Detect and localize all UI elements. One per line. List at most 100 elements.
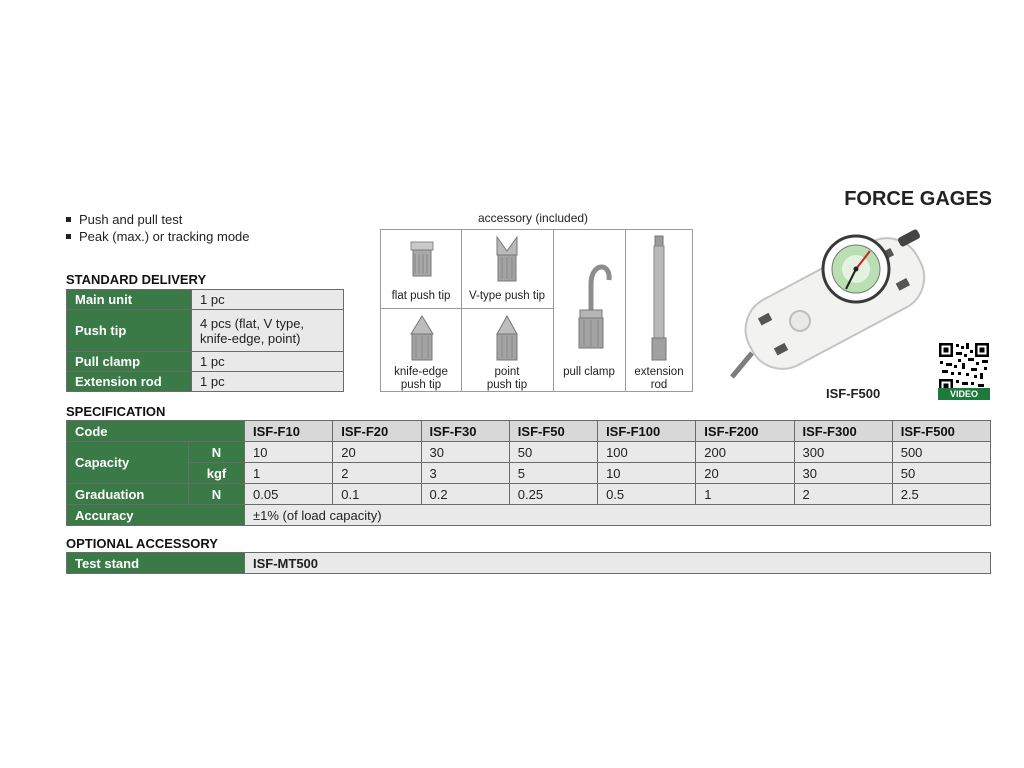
code-cell: ISF-F20 bbox=[332, 420, 422, 442]
code-cell: ISF-F100 bbox=[597, 420, 697, 442]
unit-label: N bbox=[188, 483, 245, 505]
accessory-label-line: point bbox=[494, 366, 520, 378]
unit-label: kgf bbox=[188, 462, 245, 484]
feature-text: Push and pull test bbox=[79, 212, 183, 227]
table-row: kgf 1 2 3 5 10 20 30 50 bbox=[67, 462, 992, 484]
v-type-push-tip-icon bbox=[496, 235, 518, 282]
value-cell: 5 bbox=[508, 462, 599, 484]
standard-delivery-table: Main unit 1 pc Push tip 4 pcs (flat, V t… bbox=[66, 289, 344, 392]
accuracy-value: ±1% (of load capacity) bbox=[244, 504, 991, 526]
accessory-label-line: knife-edge bbox=[394, 366, 448, 378]
feature-item: Push and pull test bbox=[66, 211, 250, 228]
divider bbox=[381, 308, 553, 309]
row-value-line: 4 pcs (flat, V type, bbox=[200, 315, 305, 331]
value-cell: 3 bbox=[420, 462, 510, 484]
divider bbox=[461, 230, 462, 391]
table-row: Main unit 1 pc bbox=[66, 289, 344, 310]
row-value: 4 pcs (flat, V type,knife-edge, point) bbox=[191, 309, 344, 352]
accessory-label-line: push tip bbox=[400, 379, 442, 391]
force-gage-image bbox=[730, 229, 926, 379]
value-cell: 2 bbox=[332, 462, 422, 484]
value-cell: 0.2 bbox=[420, 483, 510, 505]
accessory-label: V-type push tip bbox=[468, 290, 546, 302]
accessory-panel: flat push tip V-type push tip knife-edge… bbox=[380, 229, 693, 392]
point-push-tip-icon bbox=[496, 314, 518, 361]
row-label: Pull clamp bbox=[66, 351, 192, 372]
code-cell: ISF-F10 bbox=[243, 420, 334, 442]
feature-item: Peak (max.) or tracking mode bbox=[66, 228, 250, 245]
value-cell: 20 bbox=[332, 441, 422, 463]
table-row: Extension rod 1 pc bbox=[66, 371, 344, 392]
table-row: Accuracy ±1% (of load capacity) bbox=[66, 504, 991, 526]
table-row: Capacity N 10 20 30 50 100 200 300 500 bbox=[66, 441, 992, 484]
graduation-label: Graduation bbox=[66, 483, 189, 505]
unit-label: N bbox=[188, 441, 245, 463]
value-cell: 0.25 bbox=[508, 483, 599, 505]
row-value: 1 pc bbox=[191, 351, 344, 372]
feature-text: Peak (max.) or tracking mode bbox=[79, 229, 250, 244]
standard-delivery-heading: STANDARD DELIVERY bbox=[66, 272, 207, 287]
flat-push-tip-icon bbox=[410, 241, 434, 277]
row-label: Main unit bbox=[66, 289, 192, 310]
code-cell: ISF-F50 bbox=[508, 420, 599, 442]
feature-list: Push and pull test Peak (max.) or tracki… bbox=[66, 211, 250, 245]
row-label: Extension rod bbox=[66, 371, 192, 392]
code-cell: ISF-F200 bbox=[695, 420, 795, 442]
table-row: Graduation N 0.05 0.1 0.2 0.25 0.5 1 2 2… bbox=[66, 483, 992, 505]
value-cell: 10 bbox=[243, 441, 334, 463]
test-stand-value: ISF-MT500 bbox=[244, 552, 991, 574]
value-cell: 50 bbox=[891, 462, 992, 484]
table-row: Code ISF-F10 ISF-F20 ISF-F30 ISF-F50 ISF… bbox=[66, 420, 992, 442]
value-cell: 0.1 bbox=[332, 483, 422, 505]
row-value: 1 pc bbox=[191, 289, 344, 310]
accessory-label-line: push tip bbox=[486, 379, 528, 391]
table-row: Push tip 4 pcs (flat, V type,knife-edge,… bbox=[66, 309, 344, 352]
test-stand-label: Test stand bbox=[66, 552, 245, 574]
row-value: 1 pc bbox=[191, 371, 344, 392]
optional-accessory-heading: OPTIONAL ACCESSORY bbox=[66, 536, 218, 551]
value-cell: 100 bbox=[597, 441, 697, 463]
value-cell: 300 bbox=[793, 441, 893, 463]
page-title: FORCE GAGES bbox=[844, 188, 992, 210]
video-badge[interactable]: VIDEO bbox=[938, 388, 990, 400]
model-label: ISF-F500 bbox=[826, 386, 881, 401]
pull-clamp-icon bbox=[578, 264, 612, 349]
divider bbox=[553, 230, 554, 391]
capacity-label: Capacity bbox=[66, 441, 189, 484]
row-label: Push tip bbox=[66, 309, 192, 352]
value-cell: 2.5 bbox=[891, 483, 992, 505]
accessory-label: flat push tip bbox=[391, 290, 451, 302]
accessory-caption: accessory (included) bbox=[478, 211, 589, 225]
divider bbox=[625, 230, 626, 391]
code-cell: ISF-F30 bbox=[420, 420, 510, 442]
value-cell: 1 bbox=[695, 483, 795, 505]
code-label: Code bbox=[66, 420, 245, 442]
value-cell: 30 bbox=[420, 441, 510, 463]
value-cell: 500 bbox=[891, 441, 992, 463]
value-cell: 50 bbox=[508, 441, 599, 463]
specification-table: Code ISF-F10 ISF-F20 ISF-F30 ISF-F50 ISF… bbox=[66, 420, 992, 526]
value-cell: 10 bbox=[597, 462, 697, 484]
value-cell: 30 bbox=[793, 462, 893, 484]
code-cell: ISF-F500 bbox=[891, 420, 992, 442]
value-cell: 1 bbox=[243, 462, 334, 484]
table-row: Pull clamp 1 pc bbox=[66, 351, 344, 372]
accessory-label: pull clamp bbox=[563, 366, 615, 378]
specification-heading: SPECIFICATION bbox=[66, 404, 166, 419]
bullet-icon bbox=[66, 234, 71, 239]
extension-rod-icon bbox=[651, 235, 667, 361]
value-cell: 0.05 bbox=[243, 483, 334, 505]
accessory-label-line: rod bbox=[650, 379, 668, 391]
bullet-icon bbox=[66, 217, 71, 222]
qr-code-icon[interactable] bbox=[938, 337, 990, 399]
knife-edge-push-tip-icon bbox=[410, 315, 434, 361]
optional-accessory-table: Test stand ISF-MT500 bbox=[66, 552, 991, 574]
code-cell: ISF-F300 bbox=[793, 420, 893, 442]
value-cell: 0.5 bbox=[597, 483, 697, 505]
accessory-label-line: extension bbox=[634, 366, 684, 378]
value-cell: 20 bbox=[695, 462, 795, 484]
row-value-line: knife-edge, point) bbox=[200, 330, 301, 346]
